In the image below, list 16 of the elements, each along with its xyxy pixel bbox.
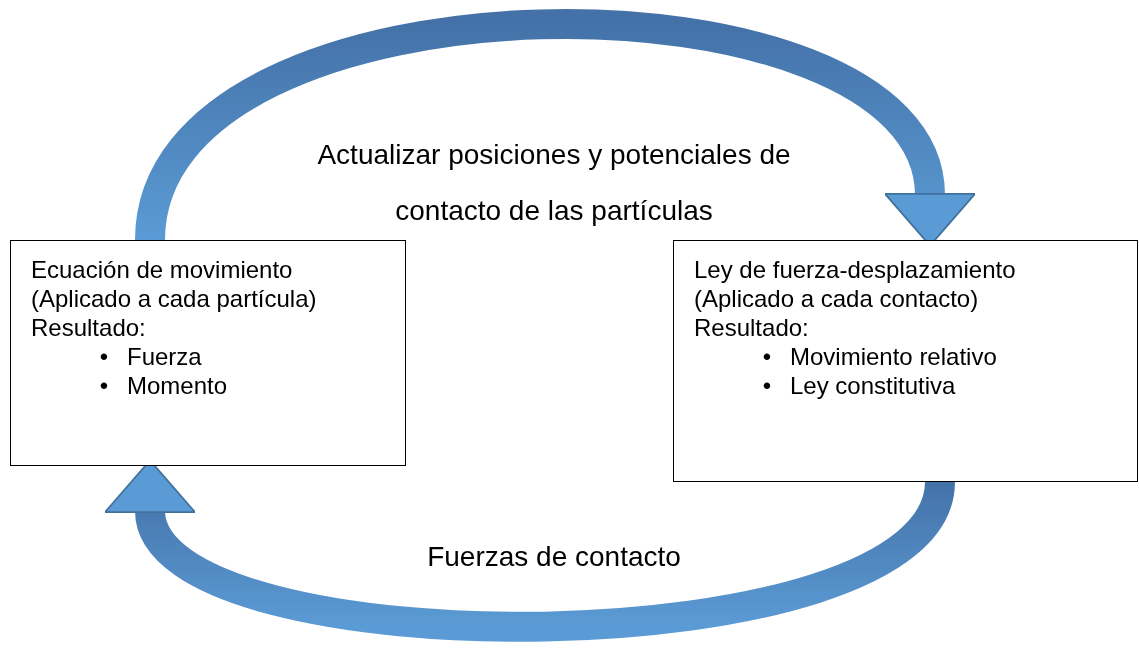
bullet-item: Momento bbox=[127, 371, 228, 400]
box-text: Resultado: bbox=[31, 313, 147, 342]
process-box bbox=[10, 240, 406, 466]
box-text: (Aplicado a cada contacto) bbox=[694, 284, 980, 313]
bullet-marker: • bbox=[98, 342, 110, 371]
bullet-marker: • bbox=[98, 371, 110, 400]
bullet-item: Movimiento relativo bbox=[790, 342, 997, 371]
box-text: Ecuación de movimiento bbox=[31, 255, 294, 284]
box-text: Ley de fuerza-desplazamiento bbox=[694, 255, 1017, 284]
bullet-item: Fuerza bbox=[127, 342, 202, 371]
bullet-marker: • bbox=[761, 371, 773, 400]
bullet-item: Ley constitutiva bbox=[790, 371, 956, 400]
bullet-marker: • bbox=[761, 342, 773, 371]
box-text: (Aplicado a cada partícula) bbox=[31, 284, 318, 313]
box-text: Resultado: bbox=[694, 313, 810, 342]
process-box bbox=[673, 240, 1138, 482]
